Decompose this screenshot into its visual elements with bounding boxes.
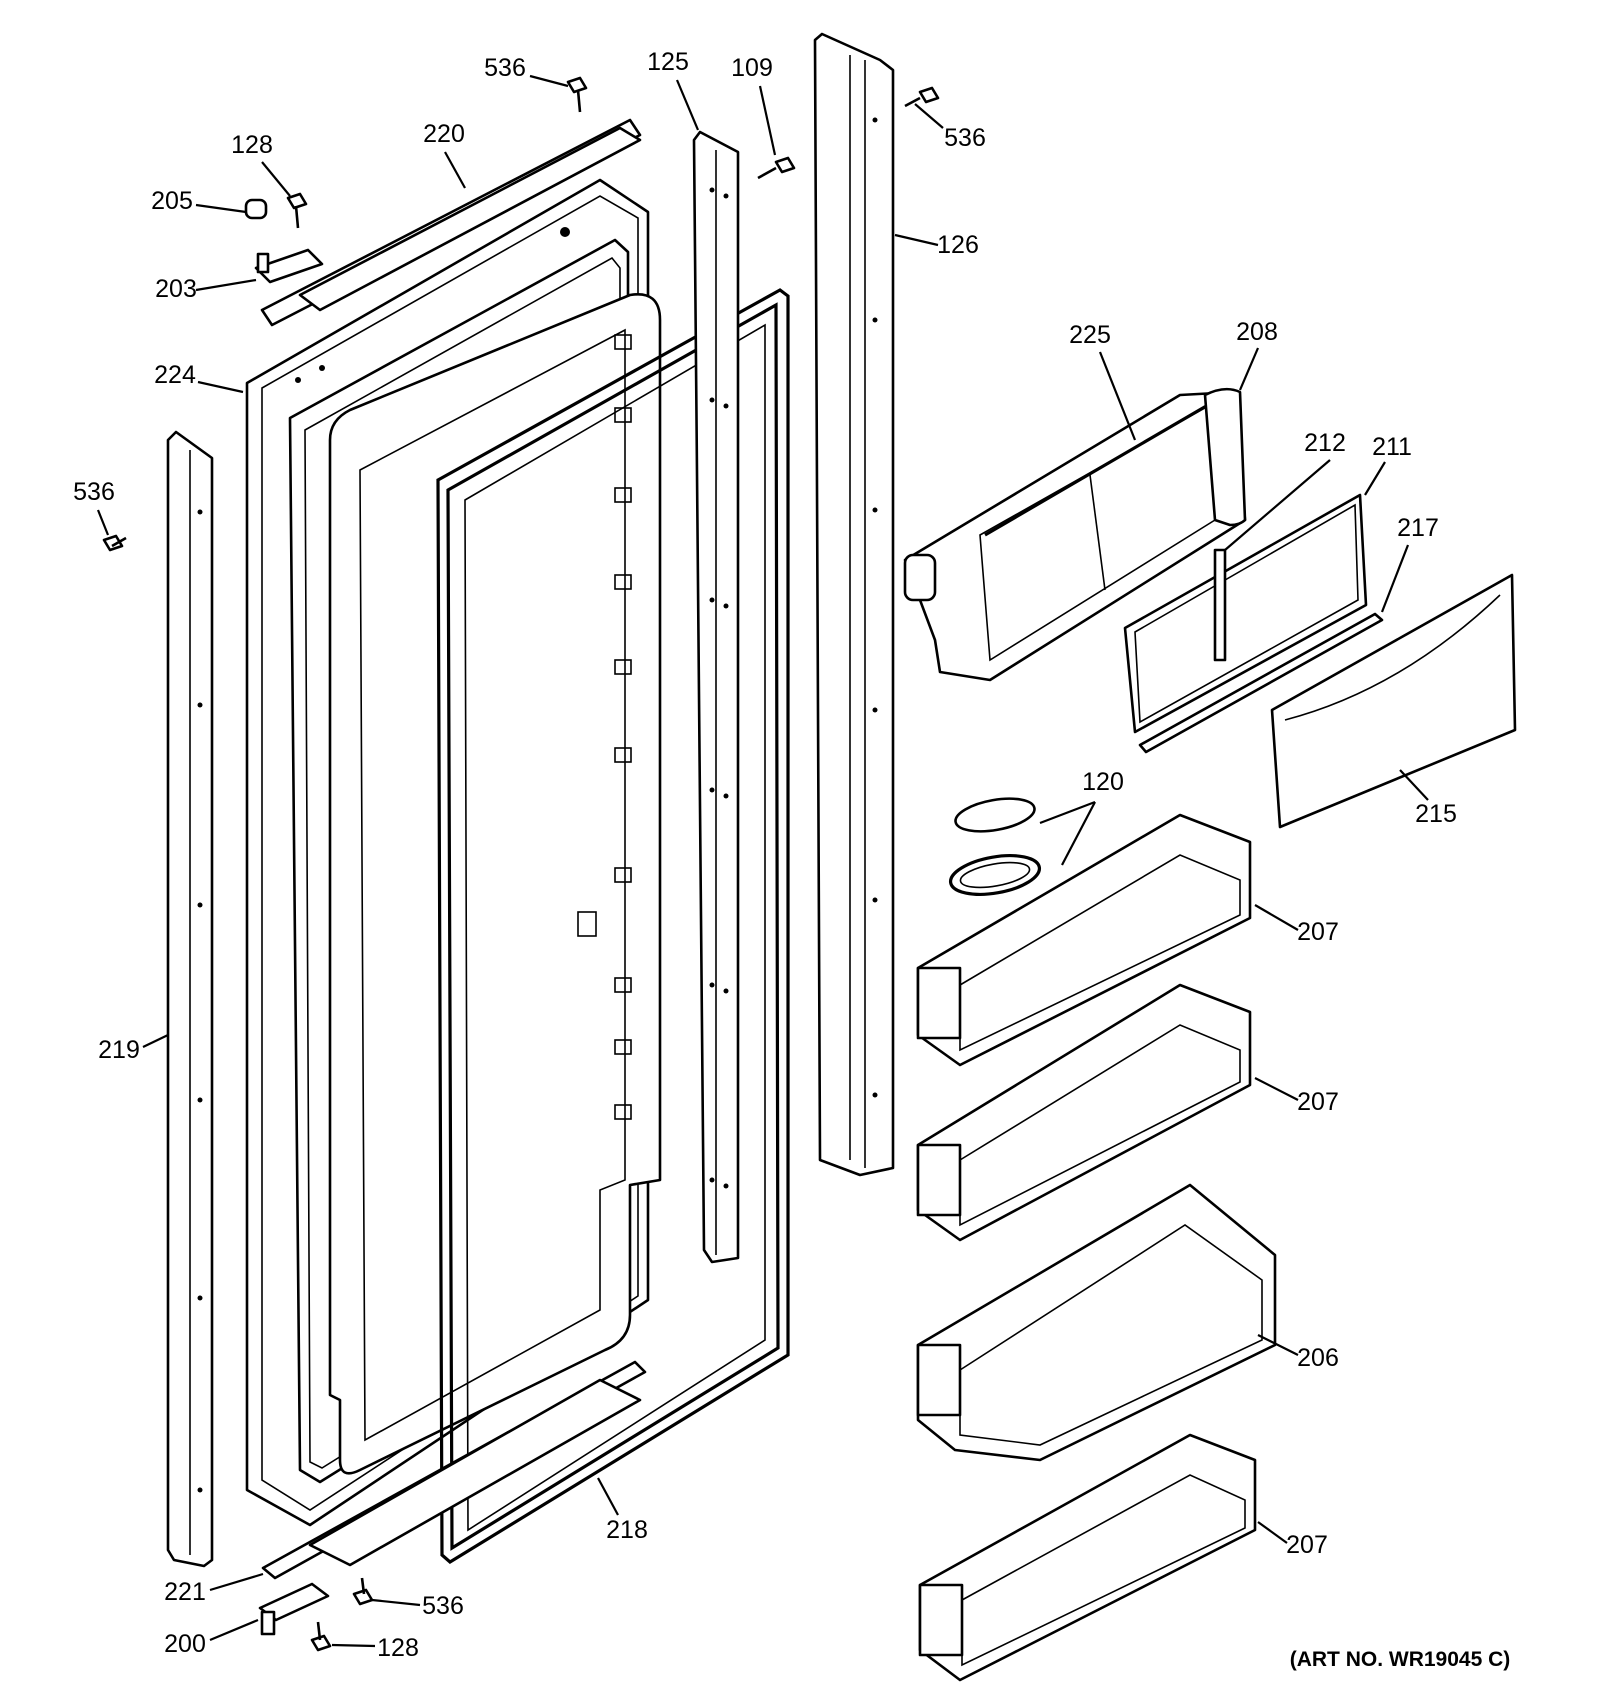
screw-536-left — [102, 534, 127, 552]
trim-strip-217 — [1138, 612, 1384, 754]
door-gasket-218 — [436, 288, 790, 1564]
hinge-203 — [254, 248, 324, 284]
callout-536-bottom: 536 — [422, 1592, 464, 1620]
callout-207-lower: 207 — [1286, 1531, 1328, 1559]
callout-208: 208 — [1236, 318, 1278, 346]
callout-labels: 536 125 109 536 126 128 220 205 203 224 … — [73, 48, 1457, 1662]
callout-128-top: 128 — [231, 131, 273, 159]
callout-217: 217 — [1397, 514, 1439, 542]
door-bin-206 — [916, 1183, 1277, 1462]
callout-206: 206 — [1297, 1344, 1339, 1372]
art-number: (ART NO. WR19045 C) — [1290, 1648, 1511, 1671]
hinge-200 — [258, 1582, 330, 1636]
callout-220: 220 — [423, 120, 465, 148]
callout-224: 224 — [154, 361, 196, 389]
door-bin-207-lower — [918, 1433, 1257, 1682]
grommets-120 — [948, 797, 1042, 896]
bushing-205 — [244, 198, 268, 220]
glass-panel-211 — [1123, 493, 1368, 734]
screw-109 — [757, 156, 796, 180]
handle-side-trim-126 — [813, 32, 895, 1177]
screw-536-top — [566, 76, 588, 113]
door-inner-liner — [328, 292, 662, 1475]
callout-536-top: 536 — [484, 54, 526, 82]
side-trim-219 — [166, 430, 214, 1568]
bin-cover-215 — [1270, 573, 1517, 829]
callout-536-left: 536 — [73, 478, 115, 506]
callout-207-upper: 207 — [1297, 918, 1339, 946]
callout-203: 203 — [155, 275, 197, 303]
dispenser-frame-225 — [903, 390, 1247, 682]
leader-lines — [96, 74, 1429, 1648]
callout-128-bottom: 128 — [377, 1634, 419, 1662]
callout-125: 125 — [647, 48, 689, 76]
callout-225: 225 — [1069, 321, 1111, 349]
callout-536-right: 536 — [944, 124, 986, 152]
callout-207-middle: 207 — [1297, 1088, 1339, 1116]
hinge-side-trim-125 — [692, 130, 740, 1264]
dispenser-end-cap-208 — [1203, 387, 1247, 527]
callout-221: 221 — [164, 1578, 206, 1606]
screw-128-top — [286, 192, 308, 229]
screw-536-bottom — [352, 1577, 374, 1606]
callout-109: 109 — [731, 54, 773, 82]
callout-200: 200 — [164, 1630, 206, 1658]
callout-219: 219 — [98, 1036, 140, 1064]
callout-218: 218 — [606, 1516, 648, 1544]
screw-536-right — [904, 86, 940, 108]
door-bin-207-upper — [916, 813, 1252, 1067]
door-bin-207-middle — [916, 983, 1252, 1242]
callout-212: 212 — [1304, 429, 1346, 457]
callout-215: 215 — [1415, 800, 1457, 828]
callout-211: 211 — [1372, 433, 1412, 461]
trim-strip-212 — [1213, 548, 1227, 662]
screw-128-bottom — [310, 1621, 332, 1652]
callout-120: 120 — [1082, 768, 1124, 796]
callout-126: 126 — [937, 231, 979, 259]
bottom-trim-221 — [261, 1360, 647, 1580]
top-trim-220 — [260, 118, 642, 327]
callout-205: 205 — [151, 187, 193, 215]
